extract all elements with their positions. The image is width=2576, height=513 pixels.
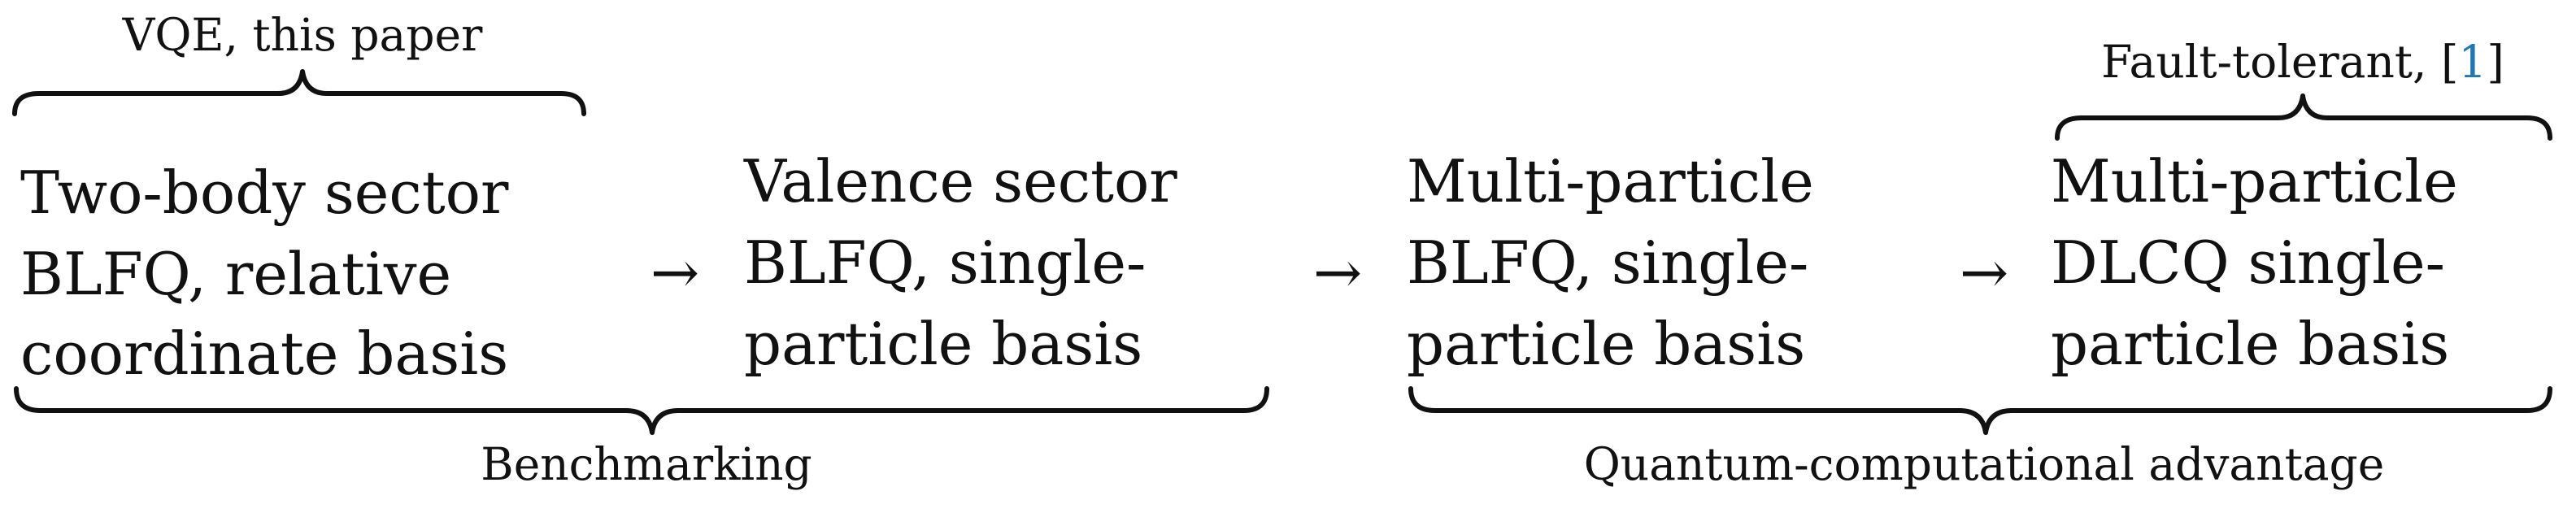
arrow-2: → [1313,238,1362,306]
stage-line: Two-body sector [20,159,509,227]
stage-line: BLFQ, single- [744,228,1146,297]
stage-line: BLFQ, single- [1407,228,1808,297]
stage-line: Valence sector [743,147,1177,215]
stage-line: BLFQ, relative [20,240,451,308]
stage-line: particle basis [2051,310,2449,378]
brace-label-vqe: VQE, this paper [122,9,484,61]
stage-line: DLCQ single- [2051,228,2445,297]
stage-multi-particle-blfq: Multi-particle BLFQ, single- particle ba… [1407,147,1814,378]
stage-line: Multi-particle [1407,147,1814,215]
brace-label-benchmarking: Benchmarking [481,438,812,490]
bottom-brace-benchmarking [14,386,1269,435]
arrow-1: → [651,238,699,306]
top-brace-vqe [12,69,586,116]
stage-line: coordinate basis [20,320,508,388]
brace-label-quantum-advantage: Quantum-computational advantage [1584,438,2385,490]
stage-multi-particle-dlcq: Multi-particle DLCQ single- particle bas… [2051,147,2458,378]
stage-line: particle basis [744,310,1142,378]
bottom-brace-quantum-advantage [1408,386,2552,435]
brace-label-fault-tolerant: Fault-tolerant, [1] [2101,36,2504,88]
stage-line: particle basis [1407,310,1805,378]
arrow-3: → [1960,238,2008,306]
stage-line: Multi-particle [2051,147,2458,215]
stage-valence-sector: Valence sector BLFQ, single- particle ba… [743,147,1177,378]
stage-two-body-sector: Two-body sector BLFQ, relative coordinat… [20,159,509,388]
citation-link[interactable]: 1 [2458,36,2487,88]
top-brace-fault-tolerant [2055,93,2552,141]
